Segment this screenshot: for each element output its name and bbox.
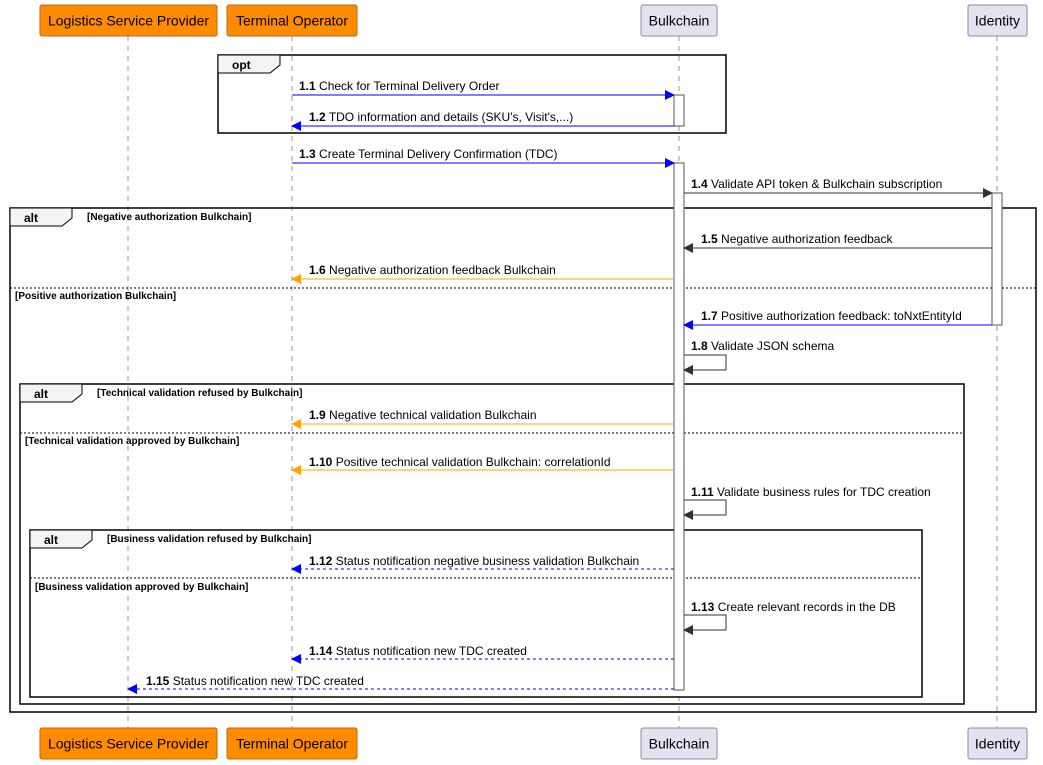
message-1-11: 1.11 Validate business rules for TDC cre… <box>683 485 931 520</box>
message-1-8: 1.8 Validate JSON schema <box>683 339 835 375</box>
message-1-5: 1.5 Negative authorization feedback <box>683 232 992 253</box>
message-1-9: 1.9 Negative technical validation Bulkch… <box>291 408 674 429</box>
message-label: 1.2 TDO information and details (SKU's, … <box>309 110 573 124</box>
frame-tag: alt <box>34 387 48 401</box>
participant-logistics-service-provider[interactable]: Logistics Service Provider <box>39 4 218 37</box>
frame-alt-technical: alt [Technical validation refused by Bul… <box>19 383 965 705</box>
message-1-1: 1.1 Check for Terminal Delivery Order <box>292 79 675 100</box>
frame-condition: [Business validation approved by Bulkcha… <box>35 582 248 593</box>
participant-bulkchain[interactable]: Bulkchain <box>640 4 718 37</box>
participant-label: Bulkchain <box>649 13 710 29</box>
participant-label: Logistics Service Provider <box>48 13 209 29</box>
frame-alt-authorization: alt [Negative authorization Bulkchain] [… <box>9 207 1037 713</box>
message-1-3: 1.3 Create Terminal Delivery Confirmatio… <box>292 147 675 168</box>
participant-label: Identity <box>975 13 1020 29</box>
participant-logistics-service-provider[interactable]: Logistics Service Provider <box>39 727 218 760</box>
frame-condition: [Negative authorization Bulkchain] <box>87 212 251 223</box>
message-label: 1.12 Status notification negative busine… <box>309 554 639 568</box>
frame-condition: [Business validation refused by Bulkchai… <box>107 534 312 545</box>
message-1-10: 1.10 Positive technical validation Bulkc… <box>291 455 674 475</box>
frame-tag: alt <box>24 211 38 225</box>
participant-identity[interactable]: Identity <box>967 4 1028 37</box>
participants-top: Logistics Service Provider Terminal Oper… <box>39 4 1028 37</box>
message-label: 1.3 Create Terminal Delivery Confirmatio… <box>299 147 558 161</box>
message-label: 1.13 Create relevant records in the DB <box>691 600 896 614</box>
message-label: 1.14 Status notification new TDC created <box>309 644 527 658</box>
frame-condition: [Technical validation approved by Bulkch… <box>25 436 239 447</box>
participant-label: Identity <box>975 736 1020 752</box>
message-label: 1.9 Negative technical validation Bulkch… <box>309 408 537 422</box>
frame-condition: [Positive authorization Bulkchain] <box>15 291 176 302</box>
messages: 1.1 Check for Terminal Delivery Order 1.… <box>127 79 993 694</box>
frame-tag: alt <box>44 533 58 547</box>
message-1-15: 1.15 Status notification new TDC created <box>127 674 674 694</box>
message-label: 1.1 Check for Terminal Delivery Order <box>299 79 500 93</box>
activation-bars <box>673 94 1003 691</box>
frame-condition: [Technical validation refused by Bulkcha… <box>97 388 302 399</box>
message-1-6: 1.6 Negative authorization feedback Bulk… <box>291 263 674 284</box>
message-1-13: 1.13 Create relevant records in the DB <box>683 600 896 635</box>
message-label: 1.7 Positive authorization feedback: toN… <box>701 309 962 323</box>
participant-label: Terminal Operator <box>236 13 348 29</box>
message-label: 1.15 Status notification new TDC created <box>146 674 364 688</box>
participant-bulkchain[interactable]: Bulkchain <box>640 727 718 760</box>
message-1-4: 1.4 Validate API token & Bulkchain subsc… <box>684 177 993 198</box>
message-1-12: 1.12 Status notification negative busine… <box>291 554 674 574</box>
message-label: 1.8 Validate JSON schema <box>691 339 835 353</box>
activation-bar-bulkchain <box>673 94 685 127</box>
participant-identity[interactable]: Identity <box>967 727 1028 760</box>
frame-opt: opt <box>217 54 727 134</box>
activation-bar-bulkchain <box>673 162 685 691</box>
frame-tag: opt <box>232 58 251 72</box>
participant-label: Terminal Operator <box>236 736 348 752</box>
frame-alt-business: alt [Business validation refused by Bulk… <box>29 529 923 698</box>
message-label: 1.11 Validate business rules for TDC cre… <box>691 485 931 499</box>
participant-label: Bulkchain <box>649 736 710 752</box>
participant-terminal-operator[interactable]: Terminal Operator <box>226 4 358 37</box>
activation-bar-identity <box>991 192 1003 326</box>
lifelines <box>127 36 998 728</box>
message-1-2: 1.2 TDO information and details (SKU's, … <box>291 110 674 131</box>
message-label: 1.4 Validate API token & Bulkchain subsc… <box>691 177 942 191</box>
message-label: 1.6 Negative authorization feedback Bulk… <box>309 263 556 277</box>
participant-label: Logistics Service Provider <box>48 736 209 752</box>
message-label: 1.5 Negative authorization feedback <box>701 232 893 246</box>
message-1-14: 1.14 Status notification new TDC created <box>291 644 674 664</box>
participants-bottom: Logistics Service Provider Terminal Oper… <box>39 727 1028 760</box>
message-1-7: 1.7 Positive authorization feedback: toN… <box>683 309 992 330</box>
participant-terminal-operator[interactable]: Terminal Operator <box>226 727 358 760</box>
message-label: 1.10 Positive technical validation Bulkc… <box>309 455 611 469</box>
